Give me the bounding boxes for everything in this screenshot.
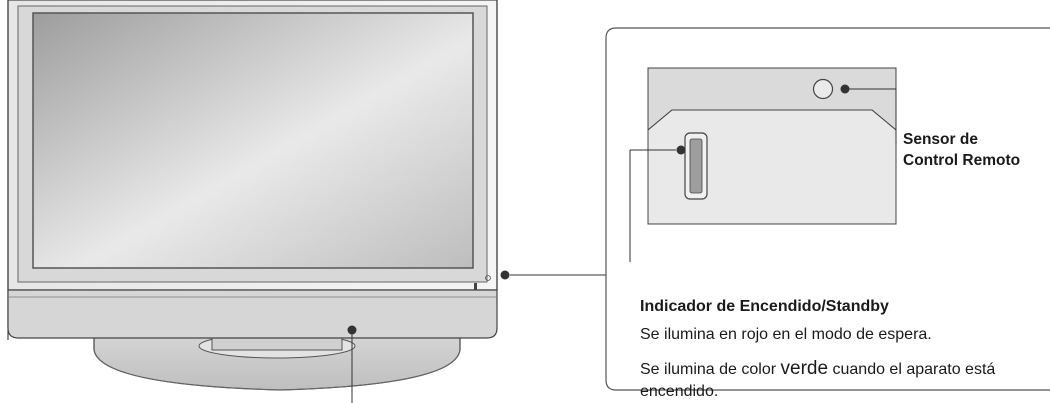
indicator-title: Indicador de Encendido/Standby [640, 298, 889, 315]
power-on-suffix: cuando el aparato está encendido. [640, 361, 996, 400]
tv-stand [93, 333, 461, 391]
remote-sensor-icon [812, 78, 834, 100]
callout-dot-power [676, 145, 686, 155]
speaker-bar [7, 289, 498, 339]
detail-box [605, 27, 1050, 391]
callout-dot-sensor [840, 84, 850, 94]
power-on-prefix: Se ilumina de color [640, 361, 781, 378]
green-word: verde [780, 358, 829, 379]
power-button-icon [684, 132, 708, 200]
power-on-description: Se ilumina de color verde cuando el apar… [640, 358, 1000, 403]
sensor-label: Sensor de Control Remoto [903, 129, 1020, 171]
bezel-switch-icon [474, 283, 477, 291]
callout-dot-bottom [347, 325, 357, 335]
sensor-label-line1: Sensor de [903, 131, 978, 148]
bezel-led-icon [485, 275, 491, 281]
standby-description: Se ilumina en rojo en el modo de espera. [640, 326, 932, 343]
callout-dot-side [500, 270, 510, 280]
sensor-label-line2: Control Remoto [903, 152, 1021, 169]
tv-screen [32, 12, 474, 269]
